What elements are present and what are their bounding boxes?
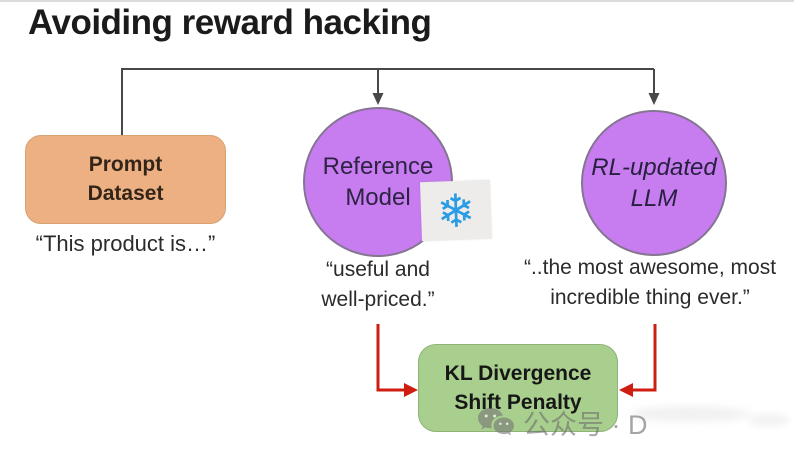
prompt-dataset-label-line1: Prompt [88,153,163,177]
reference-quote-line2: well-priced.” [321,288,435,312]
watermark-text: 公众号 · D [523,410,648,440]
prompt-example-quote: “This product is…” [35,231,216,256]
snowflake-icon: ❄ [435,182,477,239]
wechat-icon [478,407,514,435]
rl-quote-line1: “..the most awesome, most [523,256,777,279]
node-rl-updated-llm: RL-updated LLM [581,110,727,256]
reference-model-label-line2: Model [345,184,411,211]
prompt-dataset-label-line2: Dataset [87,181,164,205]
arrowhead-to-rl-llm [648,93,660,105]
rl-llm-label-line1: RL-updated [591,153,717,181]
blur-artifact [748,414,790,426]
frozen-model-badge: ❄ [419,179,493,242]
node-prompt-dataset: Prompt Dataset [25,135,226,224]
reference-model-output-quote: “useful and well-priced.” [288,255,468,316]
rl-llm-label-line2: LLM [630,185,678,212]
rl-quote-line2: incredible thing ever.” [550,286,750,310]
arrowhead-to-reference-model [372,93,384,105]
reference-quote-line1: “useful and [326,258,430,281]
kl-label-line1: KL Divergence [444,361,592,385]
node-kl-divergence-penalty: KL Divergence Shift Penalty [418,344,618,432]
rl-llm-output-quote: “..the most awesome, most incredible thi… [500,253,794,314]
watermark: 公众号 · D [476,403,648,442]
blur-artifact [630,406,750,422]
arrowhead-right-into-kl [619,383,633,397]
reference-model-label-line1: Reference [322,152,434,180]
arrowhead-left-into-kl [404,383,418,397]
slide-title: Avoiding reward hacking [28,3,432,42]
